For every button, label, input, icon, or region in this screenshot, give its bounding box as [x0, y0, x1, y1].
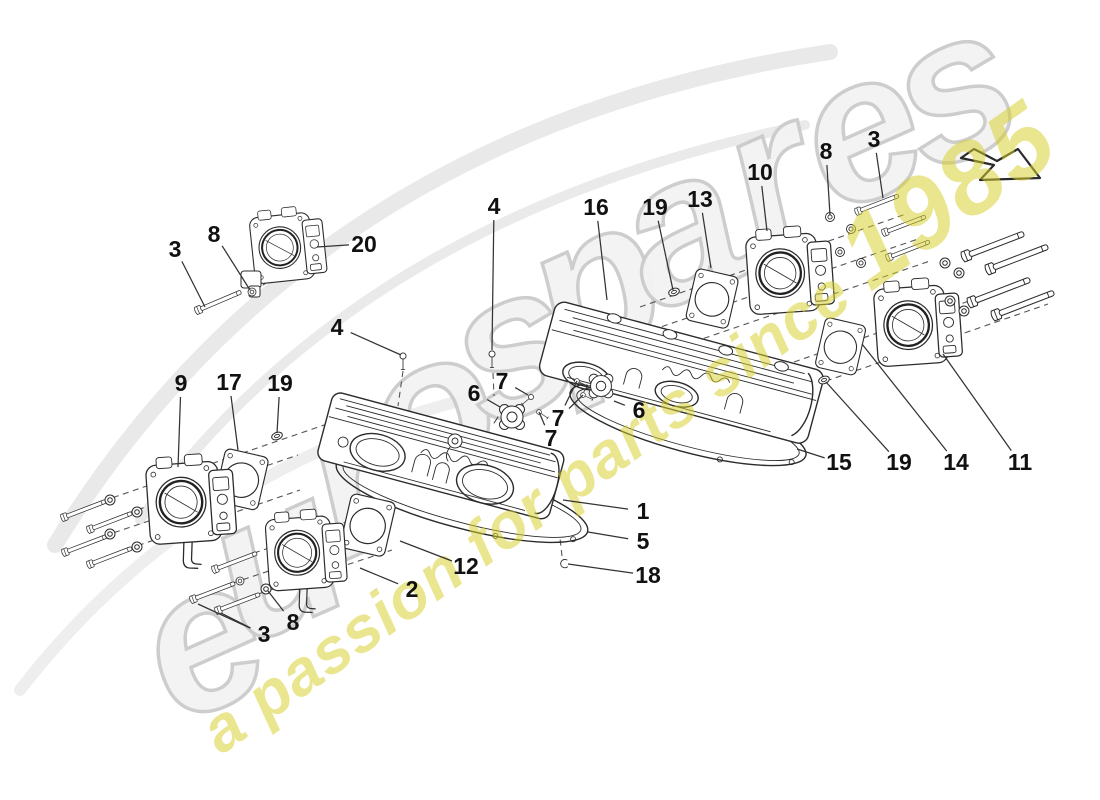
- callout-leader-line: [796, 448, 825, 459]
- part-callout-7: 7: [552, 405, 565, 431]
- part-callout-9: 9: [175, 370, 188, 396]
- callout-leader-line: [177, 396, 182, 468]
- part-callout-20: 20: [351, 231, 377, 257]
- callout-leader-line: [567, 563, 634, 574]
- callout-leader-line: [399, 540, 453, 562]
- part-callout-4: 4: [488, 193, 501, 219]
- callout-leader-line: [825, 381, 890, 453]
- part-callout-5: 5: [637, 528, 650, 554]
- part-callout-2: 2: [406, 576, 419, 602]
- part-callout-17: 17: [216, 369, 242, 395]
- manifold-fitting: [445, 433, 463, 462]
- part-callout-6: 6: [633, 397, 646, 423]
- callout-leader-line: [562, 499, 629, 510]
- part-callout-12: 12: [453, 553, 479, 579]
- callout-leader-line: [826, 164, 831, 216]
- callout-leader-line: [875, 152, 884, 199]
- part-callout-16: 16: [583, 194, 609, 220]
- callout-leader-line: [181, 261, 206, 308]
- callout-leader-line: [359, 567, 399, 585]
- callout-leader-line: [568, 394, 584, 409]
- callout-leader-line: [350, 332, 402, 356]
- part-callout-19: 19: [642, 194, 668, 220]
- callout-leader-line: [267, 590, 285, 612]
- intake-manifold-left: [317, 392, 565, 520]
- callout-leader-line: [761, 185, 768, 232]
- part-callout-8: 8: [820, 138, 833, 164]
- clip-18: [560, 559, 569, 569]
- part-callout-14: 14: [943, 449, 969, 475]
- part-callout-4: 4: [331, 314, 344, 340]
- part-callout-7: 7: [545, 425, 558, 451]
- callout-leader-line: [613, 400, 626, 406]
- callout-leader-line: [564, 380, 578, 406]
- intake-manifold-right: [538, 301, 824, 444]
- callout-leader-line: [587, 531, 629, 540]
- callout-leader-line: [486, 399, 501, 408]
- part-callout-6: 6: [468, 380, 481, 406]
- part-callout-15: 15: [826, 449, 852, 475]
- callout-leader-line: [701, 212, 712, 269]
- part-callout-7: 7: [496, 368, 509, 394]
- part-callout-19: 19: [886, 449, 912, 475]
- direction-arrow-icon: [959, 147, 1042, 182]
- callout-leader-line: [491, 219, 495, 351]
- callout-leader-line: [538, 411, 546, 426]
- part-callout-11: 11: [1008, 449, 1033, 475]
- callout-leader-line: [597, 220, 608, 301]
- part-callout-8: 8: [208, 221, 221, 247]
- part-callout-1: 1: [637, 498, 650, 524]
- callout-leader-line: [861, 343, 948, 452]
- swoosh-arc: [135, 120, 810, 525]
- callout-leader-line: [230, 395, 239, 451]
- part-callout-3: 3: [169, 236, 182, 262]
- part-callout-10: 10: [747, 159, 773, 185]
- callout-leader-line: [316, 244, 350, 248]
- swoosh-arc: [47, 44, 838, 553]
- callout-leader-line: [942, 353, 1012, 451]
- part-callout-8: 8: [287, 609, 300, 635]
- callout-leader-line: [197, 603, 251, 629]
- part-callout-3: 3: [258, 621, 271, 647]
- part-callout-3: 3: [868, 126, 881, 152]
- part-callout-18: 18: [635, 562, 661, 588]
- part-callout-19: 19: [267, 370, 293, 396]
- callout-leader-line: [657, 220, 674, 291]
- callout-leader-line: [221, 245, 251, 291]
- callout-leader-line: [220, 612, 251, 629]
- callout-leader-line: [276, 396, 280, 434]
- part-callout-13: 13: [687, 186, 713, 212]
- callout-leader-line: [514, 387, 529, 396]
